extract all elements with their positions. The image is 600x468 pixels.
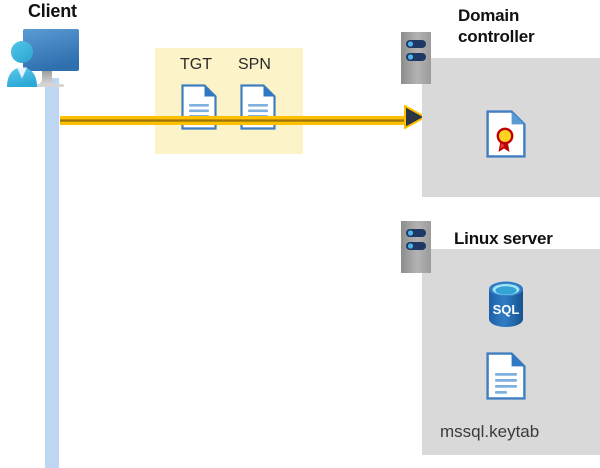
server-rack-icon <box>401 32 431 84</box>
server-rack-icon <box>401 221 431 273</box>
domain-controller-heading-line2: controller <box>458 27 535 46</box>
linux-server-heading: Linux server <box>454 229 553 248</box>
client-lifeline <box>45 78 59 468</box>
certificate-document-icon <box>486 110 526 158</box>
spn-label: SPN <box>238 56 271 73</box>
domain-controller-heading-line1: Domain <box>458 6 520 25</box>
sql-database-icon: SQL <box>486 280 526 328</box>
keytab-file-label: mssql.keytab <box>440 422 540 441</box>
domain-controller-heading: Domain controller <box>458 5 598 47</box>
user-monitor-icon <box>4 26 94 92</box>
message-arrow-head <box>404 104 428 130</box>
sql-icon-label: SQL <box>493 302 520 317</box>
tgt-label: TGT <box>180 56 212 73</box>
client-label: Client <box>28 1 77 21</box>
token-message-box <box>155 48 303 154</box>
document-icon <box>486 352 526 400</box>
message-arrow-line <box>60 112 412 125</box>
